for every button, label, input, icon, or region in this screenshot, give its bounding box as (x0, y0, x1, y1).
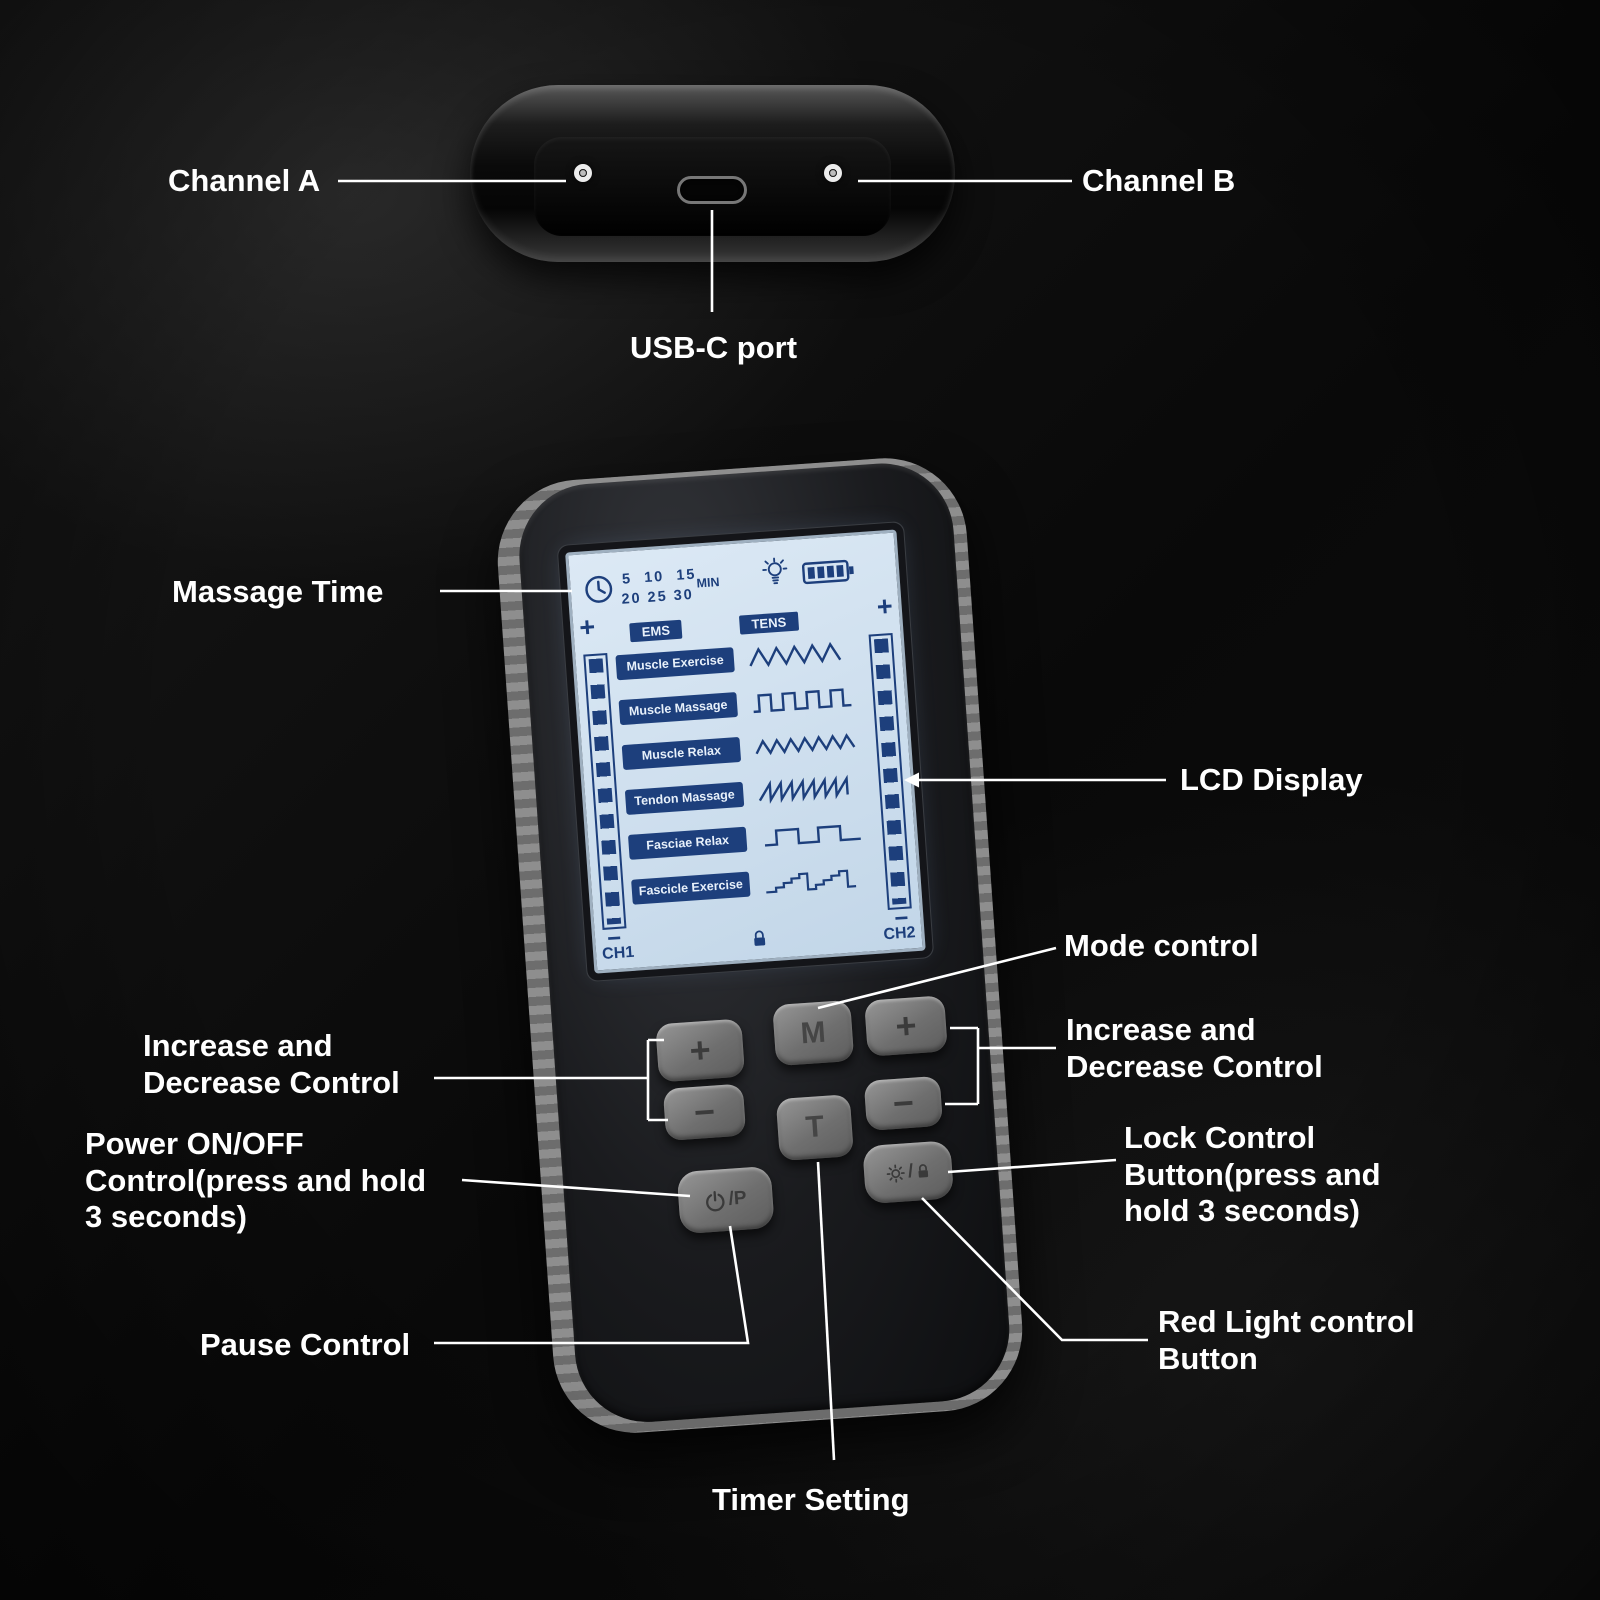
label-increase-decrease-right: Increase and Decrease Control (1066, 1012, 1323, 1084)
lcd-display-arrow (904, 772, 919, 788)
label-pause-control: Pause Control (200, 1327, 411, 1362)
label-massage-time: Massage Time (172, 574, 384, 609)
timer-line (816, 1161, 836, 1461)
label-timer-setting: Timer Setting (712, 1482, 910, 1517)
red-light-line (921, 1197, 1148, 1342)
pause-line (434, 1225, 750, 1345)
label-power-on-off: Power ON/OFF Control(press and hold 3 se… (85, 1126, 426, 1235)
mode-control-line (817, 946, 1057, 1010)
label-increase-decrease-left: Increase and Decrease Control (143, 1028, 400, 1100)
label-lcd-display: LCD Display (1180, 762, 1363, 797)
lock-line (947, 1158, 1117, 1174)
inc-dec-right-bracket (945, 1026, 1056, 1106)
label-channel-b: Channel B (1082, 163, 1236, 198)
label-mode-control: Mode control (1064, 928, 1259, 963)
label-lock-control: Lock Control Button(press and hold 3 sec… (1124, 1120, 1381, 1229)
label-channel-a: Channel A (168, 163, 321, 198)
label-red-light: Red Light control Button (1158, 1304, 1415, 1376)
power-line (461, 1178, 691, 1198)
label-usb-c-port: USB-C port (630, 330, 798, 365)
inc-dec-left-bracket (434, 1038, 668, 1122)
